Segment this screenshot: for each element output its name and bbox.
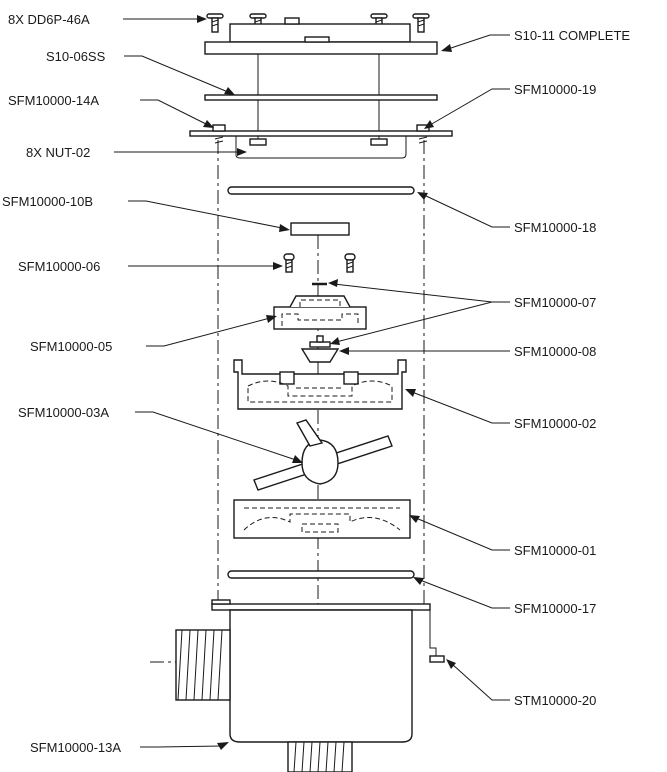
label-sfm10000-02: SFM10000-02: [514, 416, 596, 431]
part-stm10000-20: [429, 655, 445, 663]
nut-02: [249, 138, 388, 146]
leader-lines: [114, 15, 510, 750]
block-sfm10000-10b: [290, 222, 350, 236]
label-sfm10000-17: SFM10000-17: [514, 601, 596, 616]
label-sfm10000-10b: SFM10000-10B: [2, 194, 93, 209]
label-dd6p-46a: 8X DD6P-46A: [8, 12, 90, 27]
label-sfm10000-06: SFM10000-06: [18, 259, 100, 274]
label-sfm10000-14a: SFM10000-14A: [8, 93, 99, 108]
label-sfm10000-08: SFM10000-08: [514, 344, 596, 359]
label-sfm10000-07: SFM10000-07: [514, 295, 596, 310]
label-nut-02: 8X NUT-02: [26, 145, 90, 160]
lid-s10-11-complete: [204, 17, 438, 55]
label-sfm10000-13a: SFM10000-13A: [30, 740, 121, 755]
label-stm10000-20: STM10000-20: [514, 693, 596, 708]
housing-sfm10000-02: [233, 359, 407, 410]
body-sfm10000-13a: [175, 599, 437, 772]
screw-sfm10000-06: [283, 253, 356, 273]
label-s10-06ss: S10-06SS: [46, 49, 106, 64]
gasket-s10-06ss: [204, 94, 438, 101]
oring-sfm10000-17: [227, 570, 415, 579]
cartridge-sfm10000-05: [273, 295, 367, 330]
label-sfm10000-01: SFM10000-01: [514, 543, 596, 558]
oring-sfm10000-18: [227, 186, 415, 195]
housing-sfm10000-01: [233, 499, 411, 539]
label-s10-11-complete: S10-11 COMPLETE: [514, 28, 630, 43]
label-sfm10000-18: SFM10000-18: [514, 220, 596, 235]
plate-sfm10000-14a: [189, 124, 453, 159]
label-sfm10000-19: SFM10000-19: [514, 82, 596, 97]
label-sfm10000-03a: SFM10000-03A: [18, 405, 109, 420]
label-sfm10000-05: SFM10000-05: [30, 339, 112, 354]
valve-sfm10000-08: [300, 335, 340, 363]
stirrer-sfm10000-03a: [253, 419, 393, 491]
